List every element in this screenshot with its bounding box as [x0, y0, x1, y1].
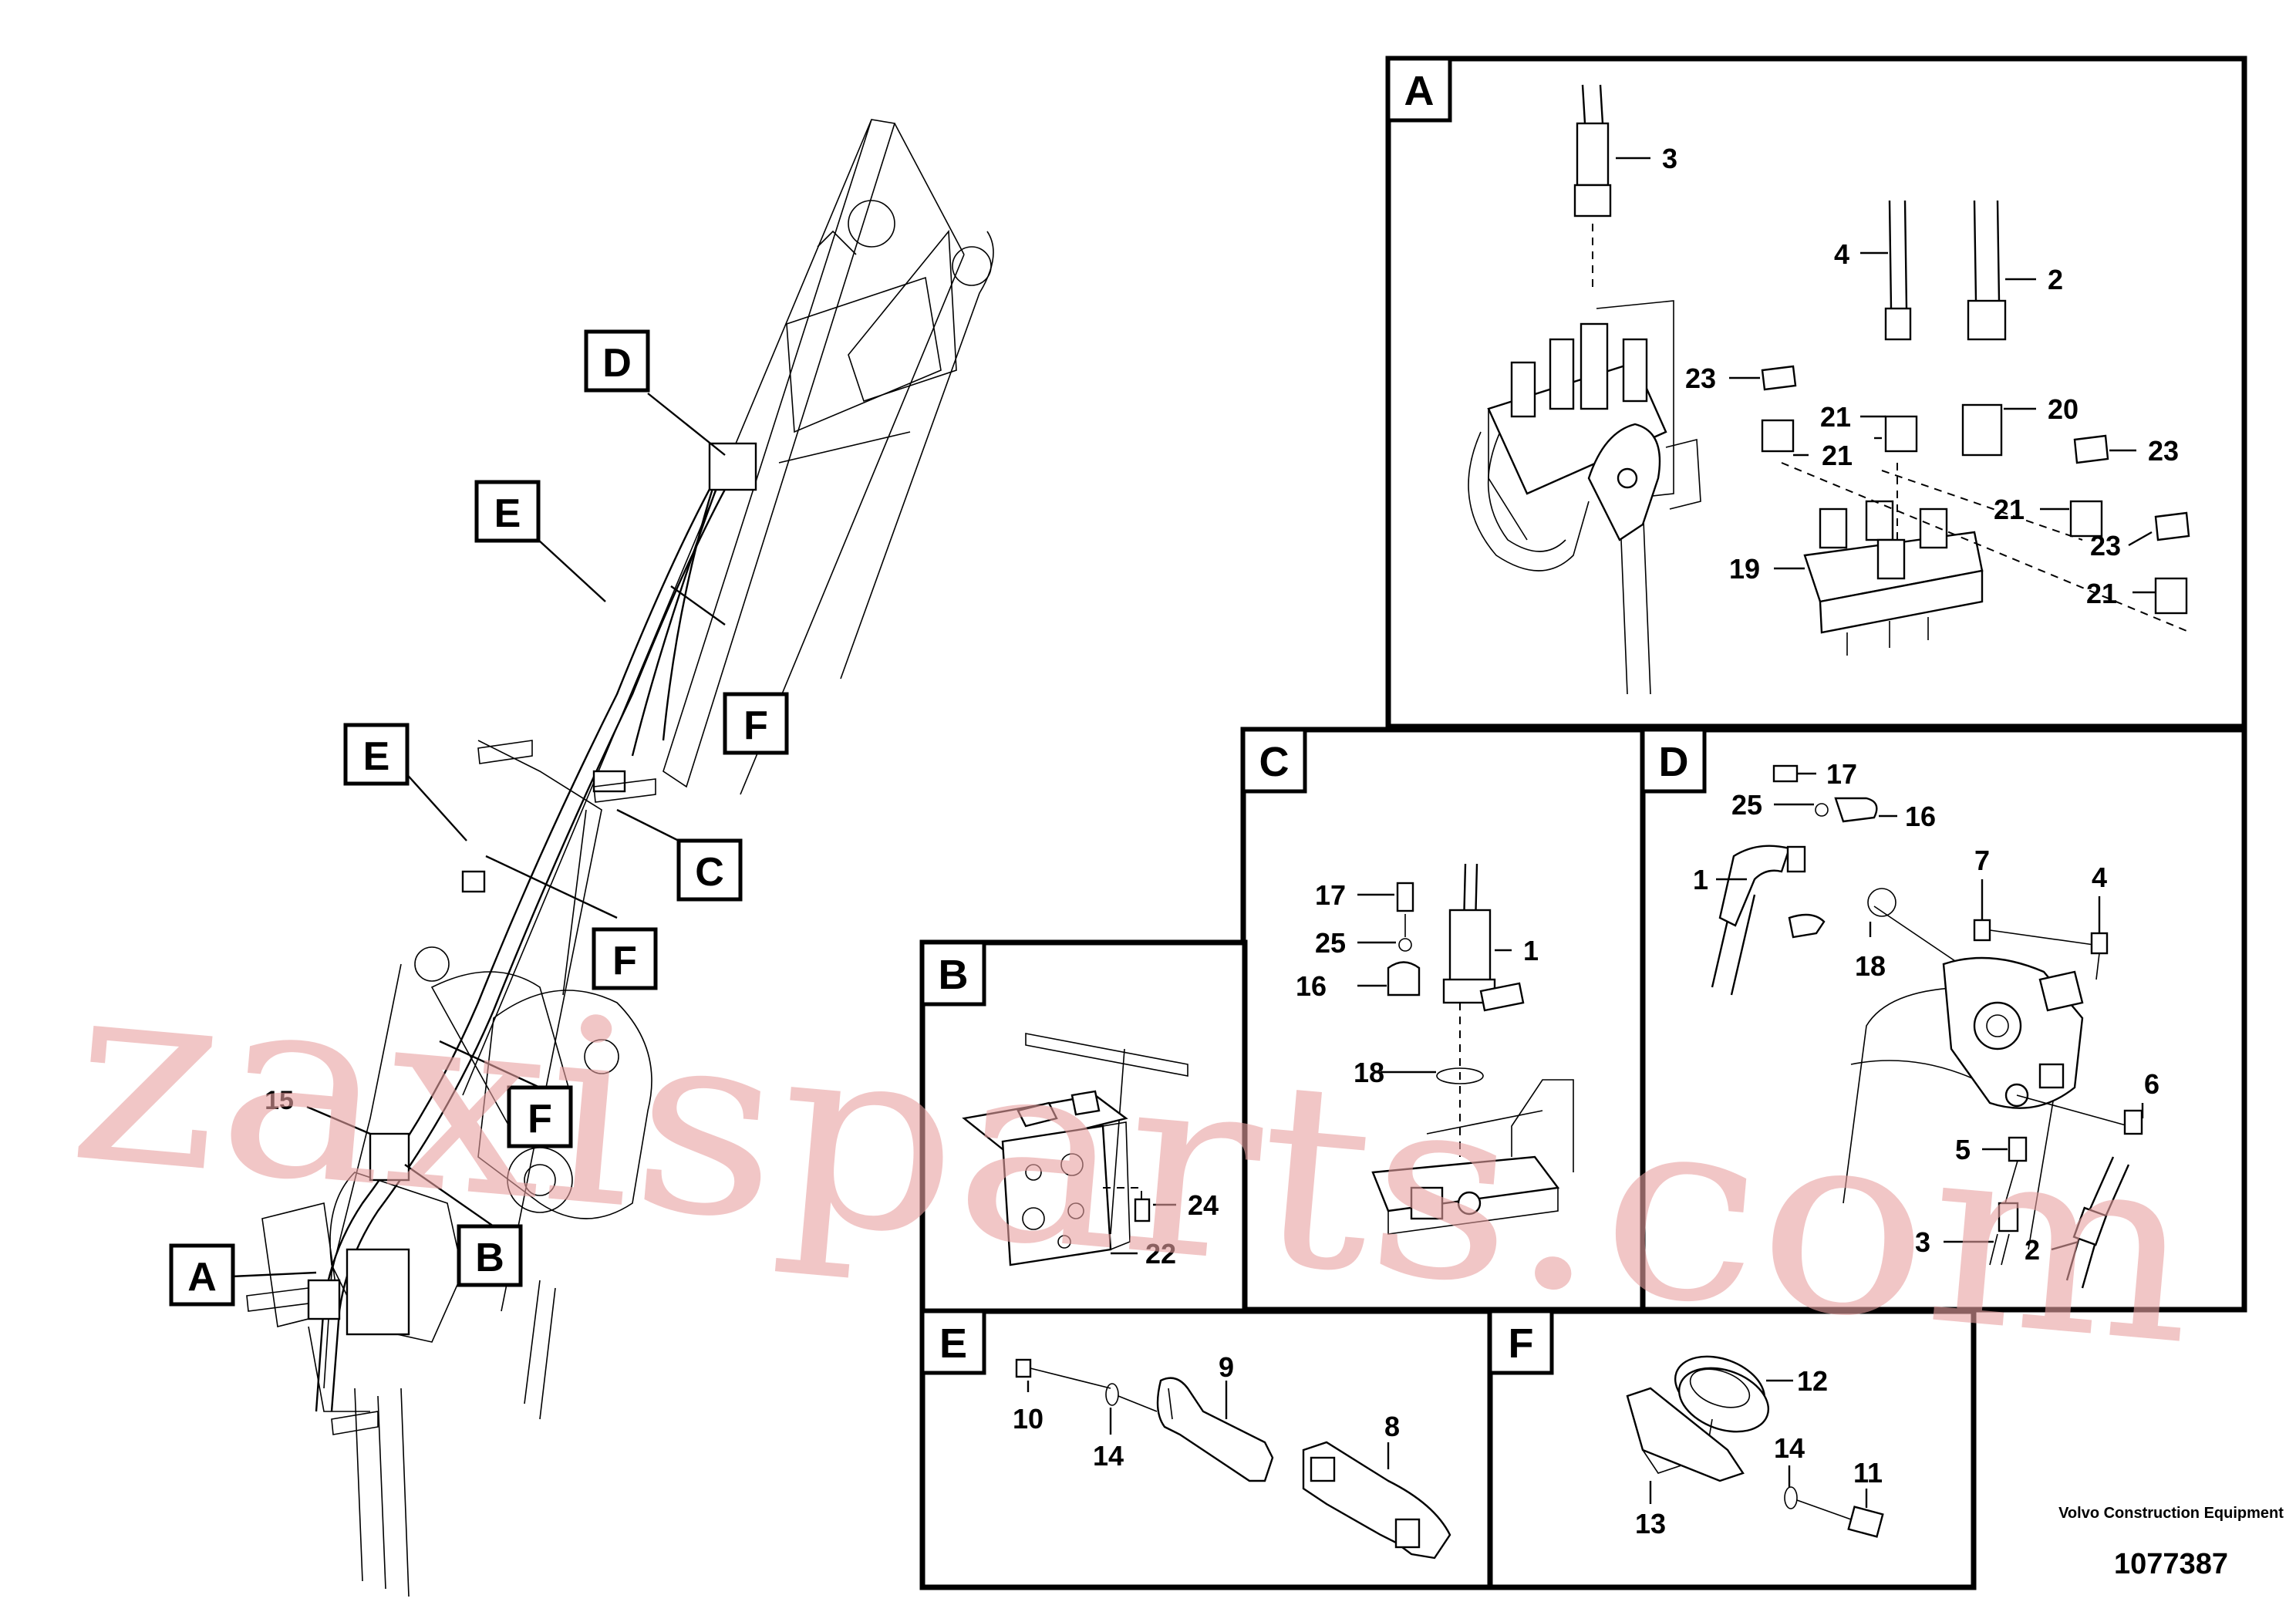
panel-D-letter: D — [1659, 739, 1689, 785]
panel-A-letter: A — [1404, 68, 1435, 114]
svg-text:18: 18 — [1354, 1057, 1384, 1088]
svg-text:16: 16 — [1296, 970, 1327, 1002]
svg-text:D: D — [602, 341, 632, 386]
panel-B-letter: B — [939, 952, 969, 998]
svg-text:25: 25 — [1731, 789, 1762, 821]
svg-text:20: 20 — [2048, 393, 2079, 425]
svg-text:21: 21 — [1994, 494, 2025, 525]
panel-E-letter: E — [939, 1320, 967, 1367]
svg-text:23: 23 — [2148, 435, 2179, 467]
panel-C-letter: C — [1259, 739, 1290, 785]
svg-text:4: 4 — [2092, 862, 2107, 893]
svg-text:7: 7 — [1974, 845, 1990, 876]
main-leaders — [231, 393, 726, 1278]
callout-E-lower: E — [343, 723, 410, 786]
part-label-15: 15 — [265, 1086, 294, 1115]
svg-text:1: 1 — [1693, 864, 1708, 895]
svg-text:A: A — [187, 1255, 217, 1300]
svg-text:F: F — [612, 939, 637, 983]
svg-text:23: 23 — [2090, 530, 2121, 561]
svg-text:9: 9 — [1219, 1351, 1234, 1383]
panel-F-letter: F — [1509, 1320, 1534, 1367]
panel-E-drawing — [1015, 1358, 1451, 1560]
svg-text:2: 2 — [2048, 264, 2063, 295]
svg-text:F: F — [528, 1097, 552, 1141]
svg-text:19: 19 — [1729, 553, 1760, 585]
svg-text:25: 25 — [1315, 927, 1346, 959]
callout-F-middle: F — [592, 927, 658, 990]
callout-B: B — [457, 1224, 523, 1287]
svg-text:5: 5 — [1955, 1134, 1971, 1165]
svg-text:6: 6 — [2144, 1068, 2159, 1100]
svg-text:14: 14 — [1774, 1432, 1805, 1464]
svg-text:F: F — [743, 703, 768, 748]
panel-D: D — [1640, 727, 2247, 1313]
svg-text:1: 1 — [1523, 935, 1539, 966]
svg-text:17: 17 — [1826, 758, 1857, 790]
svg-text:12: 12 — [1797, 1365, 1828, 1397]
panel-A-drawing — [1468, 84, 2191, 695]
callout-D: D — [584, 329, 650, 393]
svg-text:2: 2 — [2025, 1234, 2040, 1266]
callout-A: A — [169, 1243, 235, 1307]
svg-text:3: 3 — [1662, 143, 1677, 174]
boom-main-view — [246, 119, 994, 1597]
svg-text:B: B — [475, 1236, 504, 1280]
panel-F-drawing — [1626, 1355, 1884, 1538]
publisher-text: Volvo Construction Equipment — [2058, 1505, 2284, 1522]
panel-D-drawing — [1711, 764, 2143, 1289]
svg-text:C: C — [695, 850, 724, 895]
callout-E-upper: E — [474, 480, 541, 543]
panel-F: F 12 14 13 11 — [1487, 1308, 1977, 1590]
panel-E: E 9 10 14 8 — [919, 1308, 1493, 1590]
panel-B-drawing — [962, 1033, 1188, 1266]
svg-text:18: 18 — [1855, 950, 1886, 982]
svg-text:10: 10 — [1013, 1403, 1043, 1435]
svg-text:21: 21 — [1822, 440, 1853, 471]
svg-text:13: 13 — [1635, 1508, 1666, 1539]
svg-text:23: 23 — [1685, 363, 1716, 394]
svg-text:8: 8 — [1384, 1411, 1400, 1442]
svg-text:17: 17 — [1315, 879, 1346, 911]
panel-A: A — [1385, 56, 2247, 730]
svg-text:16: 16 — [1905, 801, 1936, 832]
svg-text:24: 24 — [1188, 1189, 1219, 1221]
svg-text:22: 22 — [1145, 1238, 1176, 1270]
svg-text:4: 4 — [1834, 238, 1849, 270]
callout-F-upper: F — [723, 692, 789, 755]
callout-C: C — [676, 838, 743, 902]
svg-text:E: E — [494, 491, 521, 536]
svg-text:21: 21 — [1824, 401, 1855, 433]
callout-F-lower: F — [507, 1085, 573, 1148]
svg-text:E: E — [363, 734, 390, 779]
svg-text:14: 14 — [1093, 1440, 1124, 1472]
panel-B: B 24 22 — [919, 939, 1248, 1314]
svg-text:21: 21 — [1820, 401, 1851, 433]
svg-text:11: 11 — [1853, 1457, 1883, 1489]
svg-text:21: 21 — [2086, 578, 2117, 609]
panel-C-drawing — [1371, 863, 1574, 1235]
svg-text:3: 3 — [1915, 1226, 1930, 1258]
document-number: 1077387 — [2114, 1548, 2228, 1580]
